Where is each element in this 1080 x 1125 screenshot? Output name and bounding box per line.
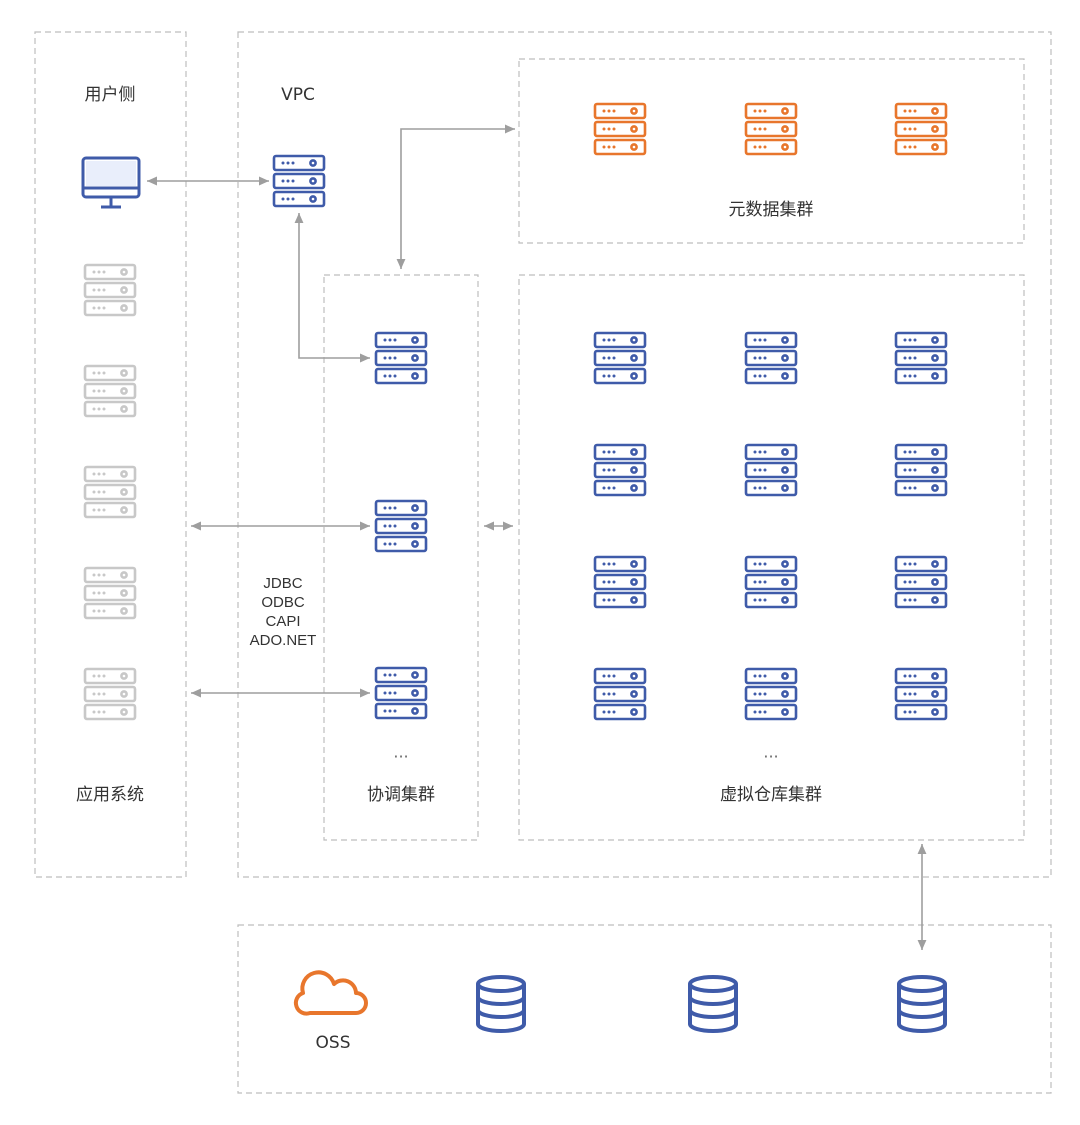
metadata-server-icon-1: [593, 102, 647, 156]
database-icon: [897, 975, 947, 1033]
coord-ellipsis: ···: [393, 747, 408, 766]
cloud-icon: [293, 970, 368, 1016]
coord-server-icon-3: [374, 666, 428, 720]
protocol-adonet: ADO.NET: [250, 632, 317, 649]
vw-server-icon-r1c2: [744, 331, 798, 385]
metadata-server-icon-2: [744, 102, 798, 156]
app-system-label: 应用系统: [76, 785, 144, 805]
app-server-icon-5: [83, 667, 137, 721]
app-server-icon-3: [83, 465, 137, 519]
monitor-icon: [81, 156, 141, 209]
database-icon: [688, 975, 738, 1033]
protocol-odbc: ODBC: [261, 594, 305, 611]
connector-vpc-coord: [294, 213, 370, 363]
coord-cluster-label: 协调集群: [367, 785, 435, 805]
vw-cluster-label: 虚拟仓库集群: [720, 785, 822, 805]
connector-coord-metadata: [396, 124, 515, 269]
vw-server-icon-r3c1: [593, 555, 647, 609]
user-side-panel: [34, 31, 187, 878]
vw-server-icon-r3c2: [744, 555, 798, 609]
vw-server-icon-r3c3: [894, 555, 948, 609]
vw-server-icon-r4c3: [894, 667, 948, 721]
oss-label: OSS: [316, 1033, 351, 1053]
vw-cluster-panel: [518, 274, 1025, 841]
metadata-cluster-panel: [518, 58, 1025, 244]
coord-server-icon-2: [374, 499, 428, 553]
protocol-jdbc: JDBC: [263, 575, 302, 592]
vw-server-icon-r1c1: [593, 331, 647, 385]
vw-server-icon-r2c2: [744, 443, 798, 497]
app-server-icon-1: [83, 263, 137, 317]
storage-panel: [237, 924, 1052, 1094]
vpc-server-icon: [272, 154, 326, 208]
app-server-icon-4: [83, 566, 137, 620]
database-icon: [476, 975, 526, 1033]
vw-server-icon-r4c2: [744, 667, 798, 721]
vpc-label: VPC: [281, 85, 315, 105]
vpc-panel: [237, 31, 1052, 878]
coord-cluster-panel: [323, 274, 479, 841]
protocol-capi: CAPI: [265, 613, 300, 630]
metadata-server-icon-3: [894, 102, 948, 156]
vw-server-icon-r2c3: [894, 443, 948, 497]
coord-server-icon-1: [374, 331, 428, 385]
metadata-cluster-label: 元数据集群: [729, 200, 814, 220]
vw-server-icon-r2c1: [593, 443, 647, 497]
user-side-label: 用户侧: [85, 85, 136, 105]
app-server-icon-2: [83, 364, 137, 418]
vw-server-icon-r1c3: [894, 331, 948, 385]
vw-ellipsis: ···: [763, 747, 778, 766]
vw-server-icon-r4c1: [593, 667, 647, 721]
